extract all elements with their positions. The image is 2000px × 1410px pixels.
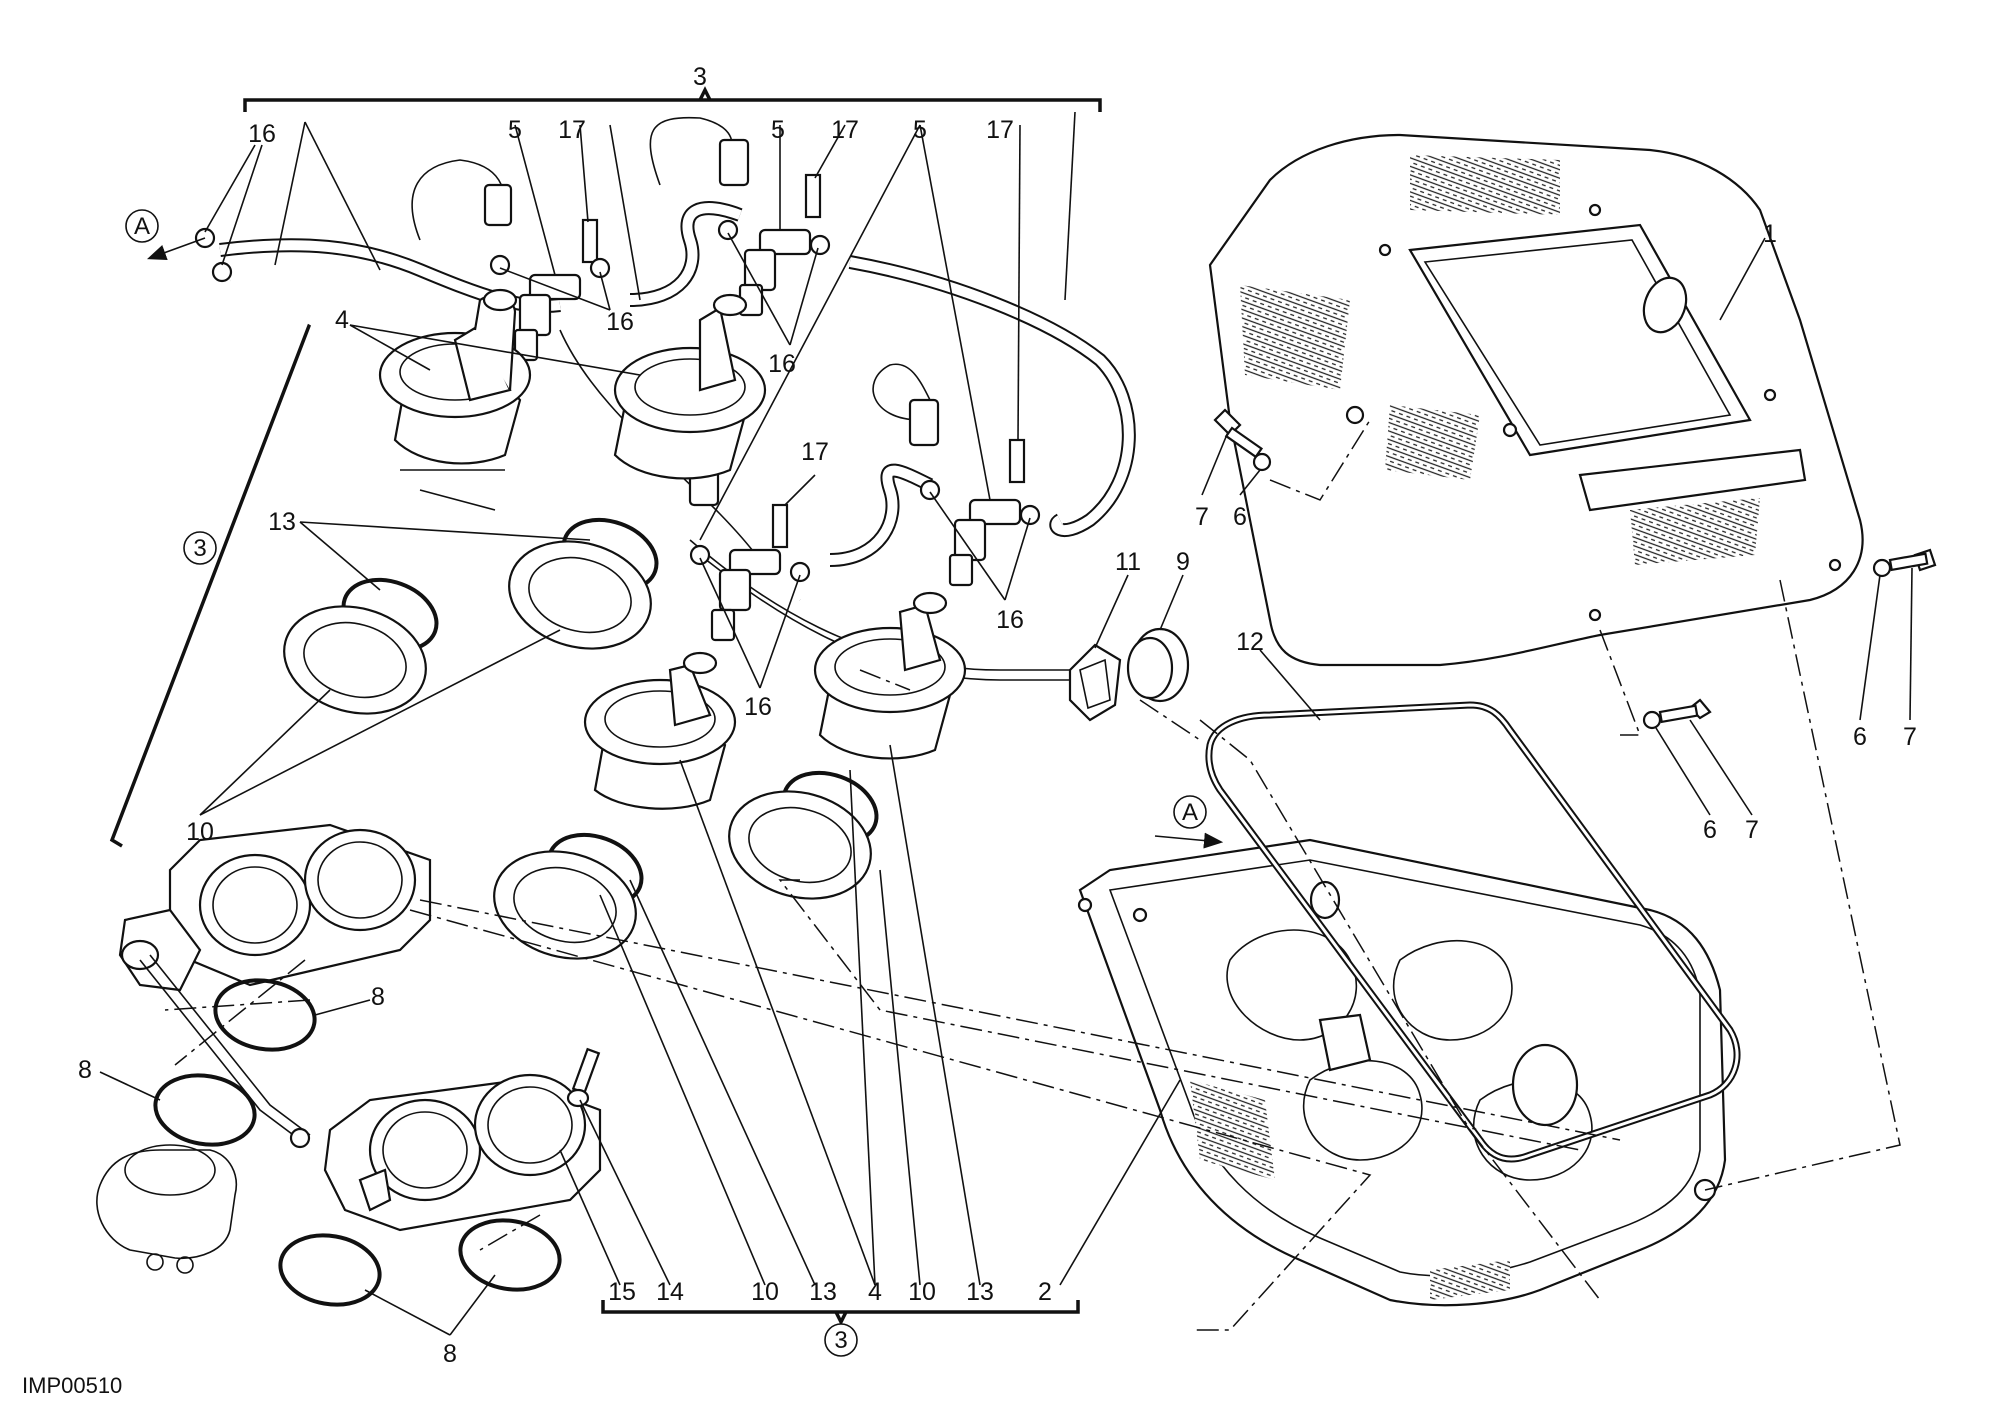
circled-3-bottom: 3 [824,1323,858,1357]
callout-17: 17 [558,116,586,144]
callout-4: 4 [335,306,349,334]
callout-16: 16 [744,693,772,721]
throttle-body-rear [323,1073,602,1232]
callout-15: 15 [608,1278,636,1306]
callout-17: 17 [801,438,829,466]
intake-horn-4 [813,591,967,760]
intake-horn-3 [583,651,737,810]
svg-text:A: A [134,213,150,240]
callout-10: 10 [751,1278,779,1306]
callout-6: 6 [1233,503,1247,531]
callout-16: 16 [996,606,1024,634]
callout-13: 13 [966,1278,994,1306]
callout-8: 8 [78,1056,92,1084]
intake-horn-2 [613,293,767,480]
callout-10: 10 [908,1278,936,1306]
screws-17 [581,173,1026,549]
callout-14: 14 [656,1278,684,1306]
callout-5: 5 [913,116,927,144]
callout-2: 2 [1038,1278,1052,1306]
cap-9 [1126,627,1190,703]
callout-labels: 3 16 5 17 5 17 5 17 16 16 4 17 13 16 16 … [78,63,1917,1368]
callout-7: 7 [1903,723,1917,751]
callout-13: 13 [268,508,296,536]
callout-16: 16 [606,308,634,336]
callout-3-top: 3 [693,63,707,91]
circled-3-left: 3 [183,531,217,565]
callout-12: 12 [1236,628,1264,656]
hose-clips-16 [194,219,1041,583]
callout-7: 7 [1195,503,1209,531]
callout-13: 13 [809,1278,837,1306]
svg-text:A: A [1182,799,1198,826]
circled-references: A A 3 3 [125,209,1207,1357]
drawing-code: IMP00510 [22,1373,122,1398]
fuel-hoses [219,116,1136,681]
callout-5: 5 [771,116,785,144]
callout-8: 8 [371,983,385,1011]
dashed-assembly-lines [164,419,1901,1331]
airbox-base-2 [1077,838,1727,1307]
callout-17: 17 [986,116,1014,144]
seals-10 [283,540,872,960]
grommet-11 [1068,643,1122,722]
throttle-body-front [118,823,432,1149]
intake-manifold-outline [96,1144,237,1274]
cover-washers-6 [1252,452,1892,730]
callout-1: 1 [1763,220,1777,248]
callout-6: 6 [1703,816,1717,844]
left-bracket-group-3 [109,314,323,848]
leader-lines [99,111,1913,1336]
gasket-12 [1205,701,1741,1163]
callout-17: 17 [831,116,859,144]
callout-16: 16 [768,350,796,378]
svg-text:3: 3 [834,1327,847,1354]
top-bracket-group-3 [243,86,1102,112]
callout-16: 16 [248,120,276,148]
callout-8: 8 [443,1340,457,1368]
callout-10: 10 [186,818,214,846]
callout-5: 5 [508,116,522,144]
callout-4: 4 [868,1278,882,1306]
injector-3 [688,458,782,642]
svg-text:3: 3 [193,535,206,562]
callout-9: 9 [1176,548,1190,576]
circled-a-airbox: A [1173,795,1207,829]
callout-6: 6 [1853,723,1867,751]
callout-7: 7 [1745,816,1759,844]
callout-11: 11 [1115,548,1141,576]
circled-a-top: A [125,209,159,243]
bottom-bracket-group-3 [601,1300,1080,1326]
screw-14 [566,1047,601,1108]
injector-4 [908,398,1022,587]
intake-horn-1 [378,288,532,511]
cover-screws-7 [1213,408,1937,724]
airbox-cover-1 [1208,133,1864,667]
